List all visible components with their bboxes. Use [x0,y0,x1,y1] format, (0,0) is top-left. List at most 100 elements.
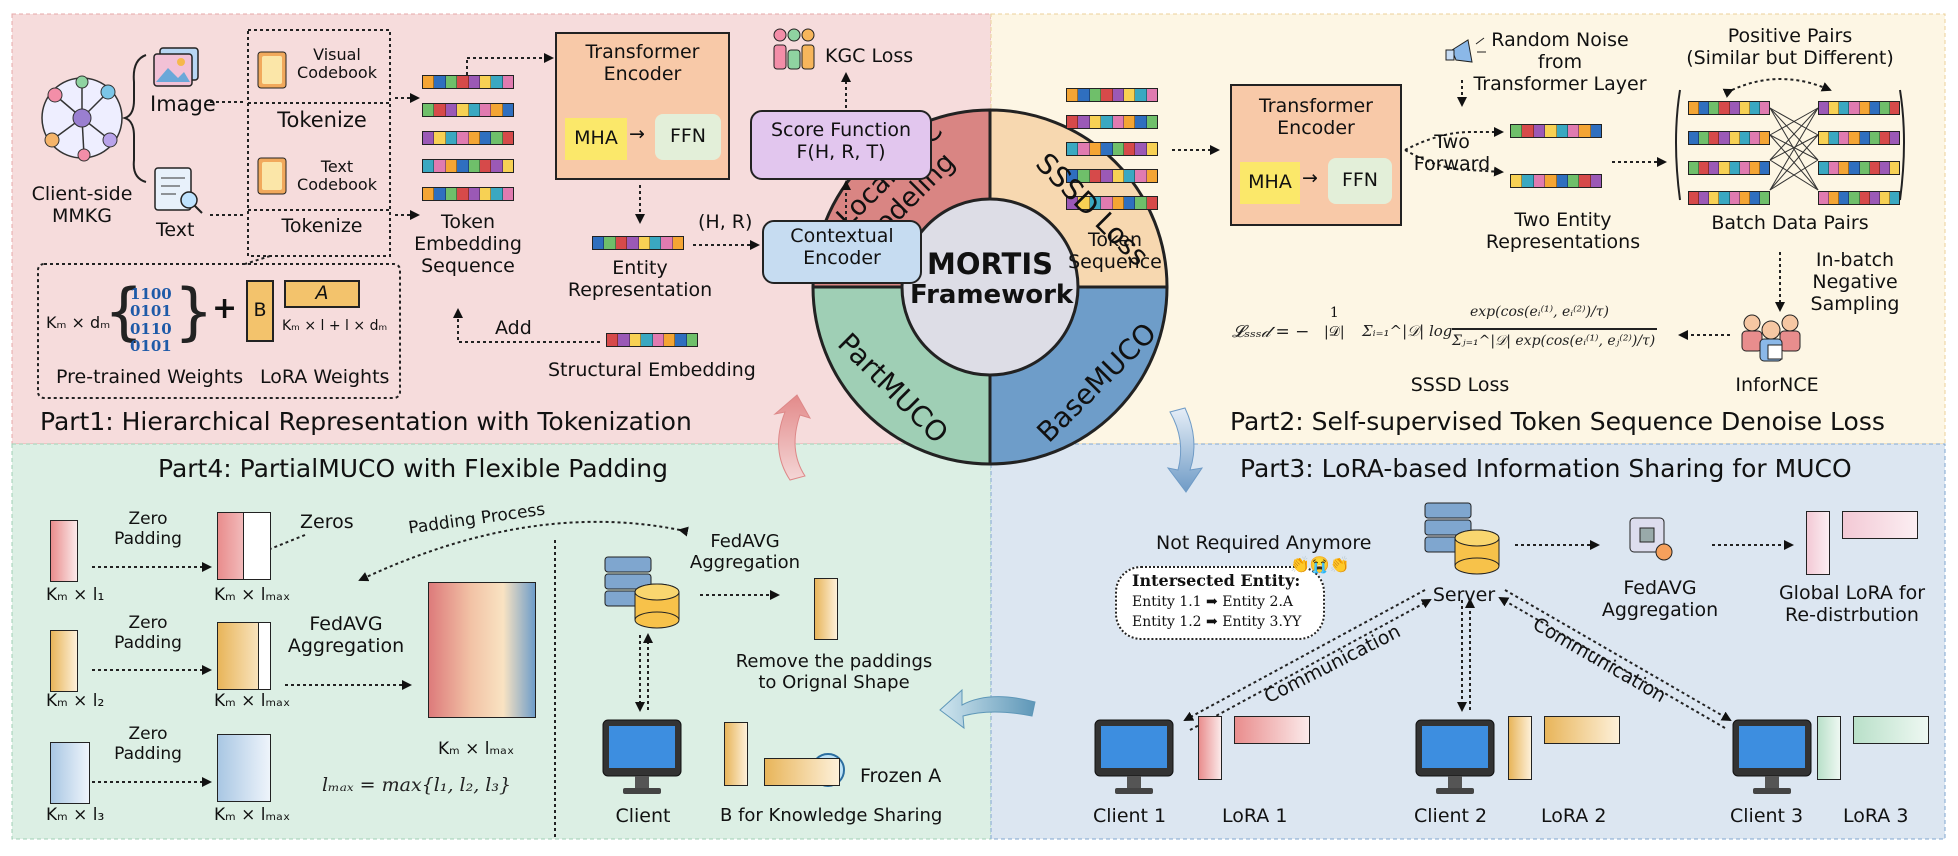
token-sequence-bar [1066,196,1158,210]
lora-2-a [1544,716,1620,744]
lora-2-b [1508,716,1532,780]
km-l1-label: Kₘ × l₁ [46,585,105,605]
part3-title: Part3: LoRA-based Information Sharing fo… [1240,454,1852,483]
text-codebook-label: Text Codebook [297,157,377,195]
pretrained-left-brace: { [104,275,144,348]
pretrained-right-brace: } [174,275,214,348]
entity-representation-label: Entity Representation [567,257,713,301]
mha-box [565,118,627,160]
entity-representation-bar-2 [1510,174,1602,188]
batch-pair-left-bar [1688,161,1770,175]
batch-pair-right-bar [1818,101,1900,115]
clap-emoji-icon: 👏😭👏 [1290,555,1350,574]
kgc-loss-icon [773,28,815,70]
mortis-framework-circle [811,108,1169,466]
batch-pair-right-bar [1818,131,1900,145]
ffn-box [655,114,721,160]
score-function-box [750,110,932,180]
positive-pairs-label: Positive Pairs (Similar but Different) [1686,25,1894,69]
part1-title: Part1: Hierarchical Representation with … [40,407,692,436]
two-entity-representations-label: Two Entity Representations [1485,209,1641,253]
intersected-line-2: Entity 1.2 ➡ Entity 3.YY [1132,614,1302,630]
batch-pair-left-bar [1688,131,1770,145]
lmax-formula: lₘₐₓ = max{l₁, l₂, l₃} [322,774,512,796]
token-sequence-bar [1066,169,1158,183]
two-forward-label: Two Forward [1413,131,1491,175]
sssd-loss-label: SSSD Loss [1410,374,1510,396]
lora-b-l1 [50,520,78,582]
mha-ffn-arrow: → [629,123,645,145]
intersected-entity-box [1115,566,1325,640]
token-embedding-bar [422,131,514,145]
lora-1-a [1234,716,1310,744]
mha-ffn-arrow-2: → [1302,167,1318,189]
sssd-formula-divider [1452,328,1657,330]
lora-b-l3 [50,742,90,804]
transformer-encoder-label: Transformer Encoder [585,41,700,85]
center-title: MORTIS Framework [910,247,1074,311]
h-r-label: (H, R) [698,211,753,233]
ffn-label-2: FFN [1341,169,1379,191]
pretrained-binary-matrix: 1100 0101 0110 0101 [130,285,172,355]
frozen-a-label: Frozen A [860,765,942,787]
pair-cross-lines [1769,107,1819,191]
client-mmkg-label: Client-side MMKG [31,183,133,227]
km-l2-label: Kₘ × l₂ [46,691,105,711]
lora-a-frozen [764,758,840,786]
global-lora-a [1842,511,1918,539]
sssd-formula-fraction: 1 |𝒟| [1324,305,1345,340]
client-3-label: Client 3 [1730,805,1804,827]
token-embedding-bar [422,187,514,201]
lora-1-b [1198,716,1222,780]
sssd-formula-denominator: Σⱼ₌₁^|𝒟| exp(cos(eᵢ⁽¹⁾, eⱼ⁽²⁾)/τ) [1452,333,1656,349]
token-sequence-bar [1066,115,1158,129]
token-sequence-label: Token Sequence [1068,229,1162,273]
visual-codebook-label: Visual Codebook [297,45,377,83]
zeros-padding-2 [258,622,271,690]
global-lora-b [1806,511,1830,575]
tokenizer-box [247,29,391,257]
client-2-label: Client 2 [1414,805,1488,827]
token-sequence-bar [1066,88,1158,102]
aggregated-lora-b [428,582,536,718]
part4-title: Part4: PartialMUCO with Flexible Padding [158,454,668,483]
random-noise-label: Random Noise from Transformer Layer [1473,29,1647,95]
global-lora-label: Global LoRA for Re-distrbution [1778,582,1926,626]
lora-b-lmax-3 [217,734,271,802]
text-label: Text [156,219,195,241]
client-1-label: Client 1 [1093,805,1167,827]
weights-box [37,263,401,399]
center-title-line2: Framework [910,280,1074,311]
token-embedding-bar [422,103,514,117]
fedavg-aggregation-label-part3: FedAVG Aggregation [1601,577,1719,621]
contextual-encoder-label: Contextual Encoder [790,225,894,269]
part2-title: Part2: Self-supervised Token Sequence De… [1230,407,1885,436]
zeros-padding-1 [243,512,271,580]
restored-lora-b [814,578,838,640]
entity-representation-bar [592,236,684,250]
lora-3-a [1853,716,1929,744]
lora-b-label: B [253,299,267,321]
fedavg-aggregation-label-part4-server: FedAVG Aggregation [689,531,801,573]
codebook-icon [257,51,287,195]
not-required-label: Not Required Anymore [1156,532,1372,554]
kgc-loss-label: KGC Loss [825,45,914,67]
client-monitor-icon-part4 [602,719,682,794]
sssd-formula-lhs: 𝓛ₛₛₛ𝒹 = − [1232,322,1310,342]
intersected-title: Intersected Entity: [1132,571,1301,590]
km-lmax-label-4: Kₘ × lₘₐₓ [438,739,515,759]
image-label: Image [150,92,216,116]
batch-pair-left-bar [1688,101,1770,115]
intersected-line-1: Entity 1.1 ➡ Entity 2.A [1132,594,1294,610]
ffn-label: FFN [669,125,707,147]
server-icon-part4 [604,556,680,629]
token-embedding-bar [422,159,514,173]
zeros-label: Zeros [300,511,354,533]
image-icon [153,47,199,87]
batch-data-pairs-label: Batch Data Pairs [1711,212,1869,234]
lora-3-b [1817,716,1841,780]
tokenize-label-1: Tokenize [277,108,367,132]
contextual-encoder-box [762,220,922,284]
mha-label-2: MHA [1248,171,1292,193]
infornce-label: InforNCE [1735,374,1819,396]
